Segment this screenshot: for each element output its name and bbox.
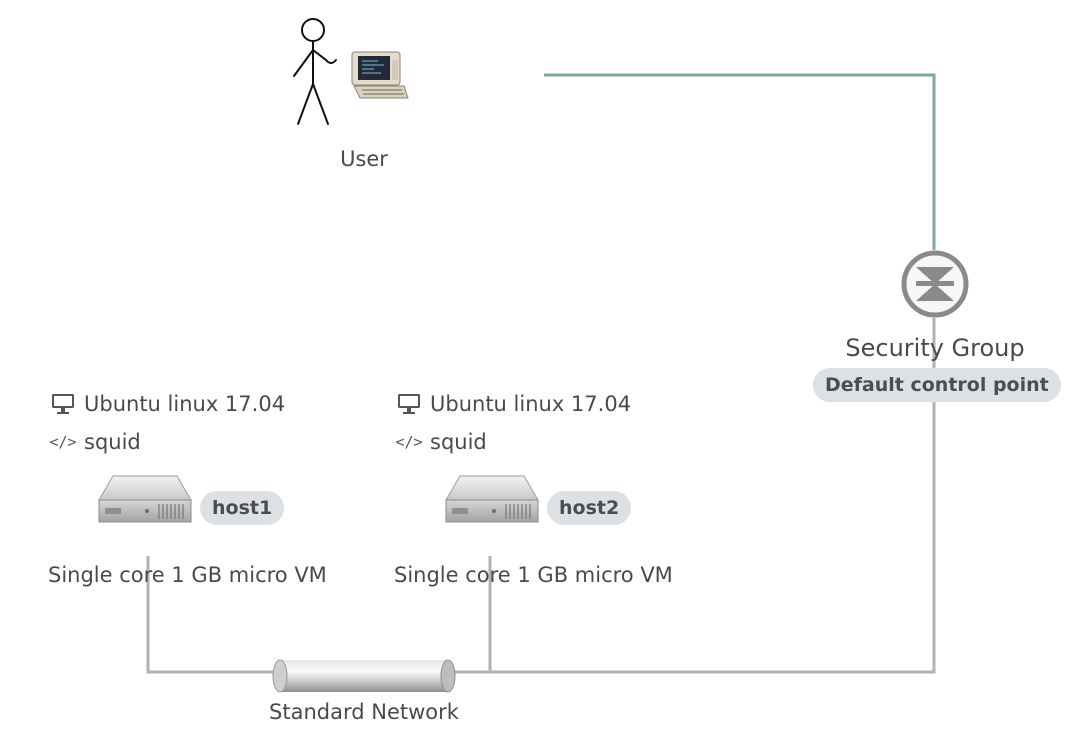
host2-to-network-link bbox=[452, 556, 492, 674]
network-label: Standard Network bbox=[269, 700, 459, 724]
host1-server-icon[interactable] bbox=[98, 475, 192, 523]
host2-name-badge[interactable]: host2 bbox=[547, 491, 632, 525]
security-group-icon bbox=[901, 250, 969, 318]
host2-vm-label: Single core 1 GB micro VM bbox=[394, 563, 673, 587]
code-icon: </> bbox=[395, 433, 423, 451]
monitor-icon bbox=[396, 391, 422, 417]
host2-software-row: </> squid bbox=[395, 429, 487, 455]
security-group-badge: Default control point bbox=[813, 368, 1061, 402]
host1-to-network-link bbox=[146, 556, 280, 674]
host1-software-row: </> squid bbox=[49, 429, 141, 455]
host1-software-label: squid bbox=[84, 430, 141, 454]
user-stick-figure-icon bbox=[293, 18, 337, 125]
host2-software-label: squid bbox=[430, 430, 487, 454]
host1-os-label: Ubuntu linux 17.04 bbox=[84, 392, 286, 416]
host2-os-row: Ubuntu linux 17.04 bbox=[396, 391, 631, 417]
host1-vm-label: Single core 1 GB micro VM bbox=[48, 563, 327, 587]
user-label: User bbox=[340, 147, 388, 171]
user-to-security-link bbox=[544, 73, 936, 250]
computer-terminal-icon bbox=[351, 51, 409, 99]
host1-name-badge[interactable]: host1 bbox=[200, 491, 285, 525]
host2-server-icon[interactable] bbox=[445, 475, 539, 523]
standard-network-cylinder-icon[interactable] bbox=[272, 659, 456, 693]
host2-os-label: Ubuntu linux 17.04 bbox=[430, 392, 632, 416]
code-icon: </> bbox=[49, 433, 77, 451]
security-group-label: Security Group bbox=[845, 334, 1025, 362]
monitor-icon bbox=[50, 391, 76, 417]
security-to-network-link bbox=[452, 318, 936, 674]
host1-os-row: Ubuntu linux 17.04 bbox=[50, 391, 285, 417]
